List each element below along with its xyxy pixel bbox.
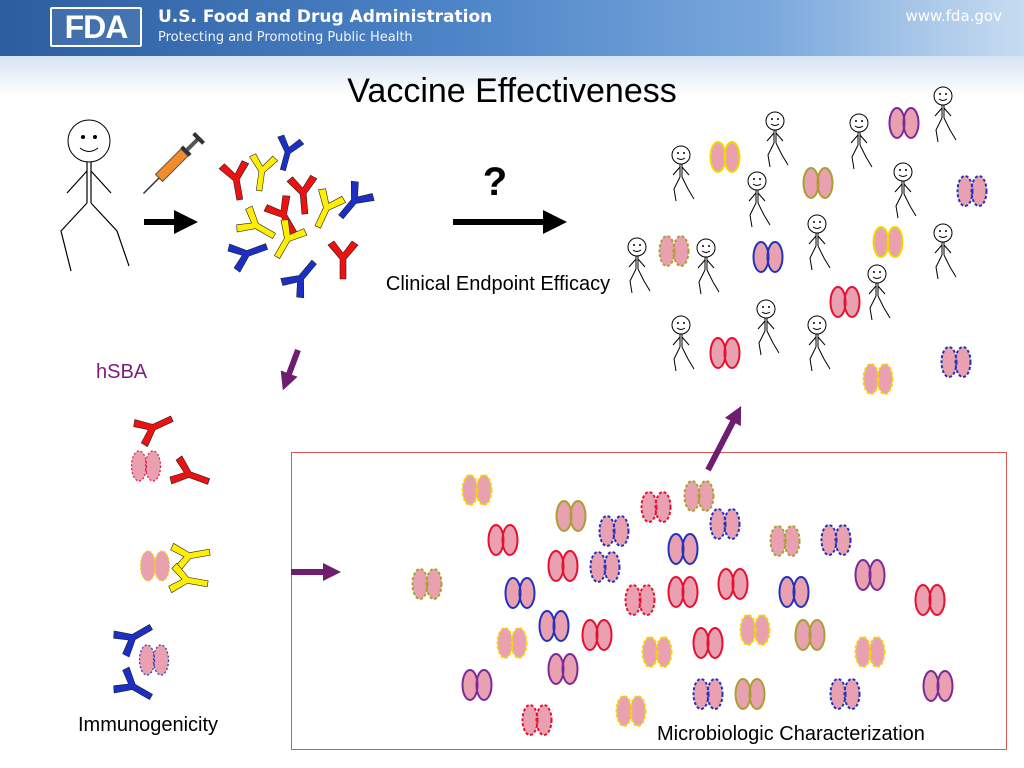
population-bacteria [658, 107, 988, 395]
hsba-label: hSBA [96, 361, 148, 383]
header-banner: FDA U.S. Food and Drug Administration Pr… [0, 0, 1024, 56]
org-name: U.S. Food and Drug Administration [158, 7, 493, 27]
strain-collection [411, 474, 954, 736]
antibody-cluster [217, 133, 378, 302]
arrow-to-population [705, 406, 742, 472]
microbiologic-box [291, 452, 1007, 750]
site-url[interactable]: www.fda.gov [905, 7, 1002, 25]
org-tagline: Protecting and Promoting Public Health [158, 30, 413, 45]
syringe-icon [142, 132, 205, 195]
header-fade [0, 56, 1024, 96]
slide-title: Vaccine Effectiveness [347, 72, 677, 110]
clinical-endpoint-label: Clinical Endpoint Efficacy [385, 273, 611, 295]
fda-logo: FDA [50, 7, 142, 47]
hsba-pairs [110, 404, 215, 711]
arrow-to-hsba [280, 348, 301, 391]
person-figure-large [60, 119, 130, 272]
question-mark: ? [482, 160, 508, 204]
microbiologic-label: Microbiologic Characterization [657, 723, 925, 745]
immunogenicity-label: Immunogenicity [78, 714, 219, 736]
